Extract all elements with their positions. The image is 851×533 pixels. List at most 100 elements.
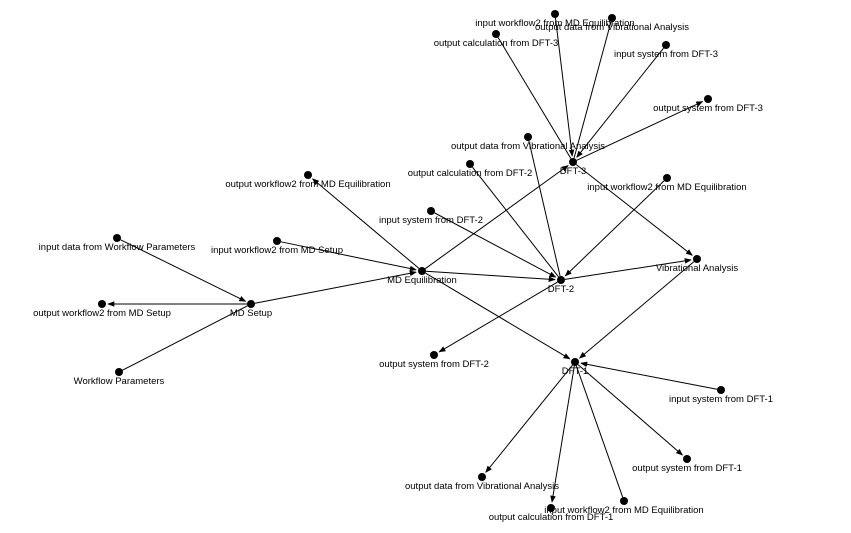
- node-label: input system from DFT-2: [379, 215, 483, 226]
- edge-md-eq-to-dft2: [425, 270, 556, 282]
- node-label: input workflow2 from MD Setup: [211, 245, 343, 256]
- node-dot[interactable]: [569, 158, 577, 166]
- node-dot[interactable]: [571, 358, 579, 366]
- node-out-data-va-1[interactable]: output data from Vibrational Analysis: [405, 473, 559, 492]
- node-label: input workflow2 from MD Equilibration: [587, 182, 746, 193]
- node-dot[interactable]: [662, 41, 670, 49]
- edge-out-data-va-3-to-dft3: [573, 21, 612, 159]
- edge-out-calc-dft2-to-dft2: [472, 166, 559, 278]
- node-dot[interactable]: [430, 351, 438, 359]
- node-md-setup[interactable]: MD Setup: [230, 300, 272, 319]
- node-label: input system from DFT-3: [614, 49, 718, 60]
- node-in-wf2-mds[interactable]: input workflow2 from MD Setup: [211, 237, 343, 256]
- node-dft2[interactable]: DFT-2: [548, 276, 574, 295]
- node-in-sys-dft2[interactable]: input system from DFT-2: [379, 207, 483, 226]
- node-dot[interactable]: [418, 267, 426, 275]
- node-out-calc-dft2[interactable]: output calculation from DFT-2: [408, 160, 533, 179]
- edge-in-wf2-mdeq-2-to-dft2: [564, 180, 665, 277]
- node-out-sys-dft1[interactable]: output system from DFT-1: [632, 455, 742, 474]
- node-label: DFT-3: [560, 166, 586, 177]
- node-dot[interactable]: [663, 174, 671, 182]
- node-in-wf2-mdeq-1[interactable]: input workflow2 from MD Equilibration: [544, 497, 704, 516]
- edge-out-data-va-2-to-dft2: [528, 140, 561, 277]
- node-dot[interactable]: [693, 255, 701, 263]
- node-dft3[interactable]: DFT-3: [560, 158, 586, 177]
- node-dot[interactable]: [620, 497, 628, 505]
- edge-layer: [107, 17, 718, 503]
- node-dot[interactable]: [557, 276, 565, 284]
- node-dot[interactable]: [113, 234, 121, 242]
- node-input-data-wp[interactable]: input data from Workflow Parameters: [39, 234, 196, 253]
- node-md-eq[interactable]: MD Equilibration: [387, 267, 457, 286]
- node-label: output data from Vibrational Analysis: [405, 481, 559, 492]
- node-workflow-params[interactable]: Workflow Parameters: [74, 368, 165, 387]
- node-label: MD Equilibration: [387, 275, 457, 286]
- edge-in-wf2-mdeq-1-to-dft1: [575, 365, 624, 498]
- node-label: output data from Vibrational Analysis: [451, 141, 605, 152]
- edge-dft3-to-out-sys-dft3: [576, 101, 704, 161]
- node-dot[interactable]: [247, 300, 255, 308]
- node-dot[interactable]: [304, 171, 312, 179]
- node-label: output data from Vibrational Analysis: [535, 22, 689, 33]
- edge-va-to-dft1: [579, 261, 695, 359]
- node-out-calc-dft3[interactable]: output calculation from DFT-3: [434, 30, 559, 49]
- node-in-sys-dft3[interactable]: input system from DFT-3: [614, 41, 718, 60]
- node-out-wf2-mds[interactable]: output workflow2 from MD Setup: [33, 300, 171, 319]
- node-out-sys-dft2[interactable]: output system from DFT-2: [379, 351, 489, 370]
- node-dot[interactable]: [704, 95, 712, 103]
- node-dot[interactable]: [427, 207, 435, 215]
- edge-in-sys-dft1-to-dft1: [580, 361, 718, 390]
- node-label: output system from DFT-1: [632, 463, 742, 474]
- edge-in-wf2-mds-to-md-eq: [280, 241, 417, 272]
- node-label: input workflow2 from MD Equilibration: [544, 505, 703, 516]
- node-out-data-va-2[interactable]: output data from Vibrational Analysis: [451, 133, 605, 152]
- node-label: output calculation from DFT-1: [489, 512, 614, 523]
- edge-dft1-to-out-sys-dft1: [577, 364, 683, 456]
- edge-input-data-wp-to-md-setup: [120, 239, 247, 302]
- edge-dft2-to-out-sys-dft2: [438, 281, 558, 353]
- node-out-wf2-mdeq[interactable]: output workflow2 from MD Equilibration: [225, 171, 391, 190]
- node-in-wf2-mdeq-3[interactable]: input workflow2 from MD Equilibration: [475, 10, 635, 29]
- edge-md-eq-to-dft1: [425, 272, 571, 360]
- node-label: DFT-1: [562, 366, 588, 377]
- node-dot[interactable]: [547, 504, 555, 512]
- node-dot[interactable]: [551, 10, 559, 18]
- node-label: output workflow2 from MD Equilibration: [225, 179, 390, 190]
- node-label: output workflow2 from MD Setup: [33, 308, 171, 319]
- node-in-sys-dft1[interactable]: input system from DFT-1: [669, 386, 773, 405]
- node-label: output calculation from DFT-2: [408, 168, 533, 179]
- node-dot[interactable]: [683, 455, 691, 463]
- node-va[interactable]: Vibrational Analysis: [656, 255, 738, 274]
- node-dot[interactable]: [492, 30, 500, 38]
- node-layer: Workflow Parameters input data from Workf…: [33, 10, 773, 523]
- node-label: input workflow2 from MD Equilibration: [475, 18, 634, 29]
- node-in-wf2-mdeq-2[interactable]: input workflow2 from MD Equilibration: [587, 174, 747, 193]
- edge-dft1-to-out-data-va-1: [485, 364, 573, 473]
- edge-md-eq-to-out-wf2-mdeq: [312, 178, 420, 269]
- edge-in-wf2-mdeq-3-to-dft3: [554, 17, 575, 157]
- node-dot[interactable]: [273, 237, 281, 245]
- edge-in-sys-dft3-to-dft3: [576, 47, 664, 158]
- node-out-sys-dft3[interactable]: output system from DFT-3: [653, 95, 763, 114]
- node-label: Vibrational Analysis: [656, 263, 738, 274]
- node-dot[interactable]: [608, 14, 616, 22]
- edge-dft2-to-va: [564, 258, 692, 280]
- node-dot[interactable]: [115, 368, 123, 376]
- edge-md-setup-to-md-eq: [254, 270, 417, 304]
- edge-out-calc-dft3-to-dft3: [497, 37, 572, 159]
- edge-dft3-to-va: [575, 164, 693, 256]
- node-out-data-va-3[interactable]: output data from Vibrational Analysis: [535, 14, 689, 33]
- node-label: input data from Workflow Parameters: [39, 242, 196, 253]
- node-label: output system from DFT-3: [653, 103, 763, 114]
- node-dot[interactable]: [524, 133, 532, 141]
- edge-workflow-params-to-md-setup: [122, 305, 248, 371]
- node-dot[interactable]: [478, 473, 486, 481]
- node-dot[interactable]: [717, 386, 725, 394]
- edge-dft1-to-out-calc-dft1: [550, 365, 575, 503]
- node-dft1[interactable]: DFT-1: [562, 358, 588, 377]
- node-dot[interactable]: [98, 300, 106, 308]
- node-label: output system from DFT-2: [379, 359, 489, 370]
- node-dot[interactable]: [466, 160, 474, 168]
- node-out-calc-dft1[interactable]: output calculation from DFT-1: [489, 504, 614, 523]
